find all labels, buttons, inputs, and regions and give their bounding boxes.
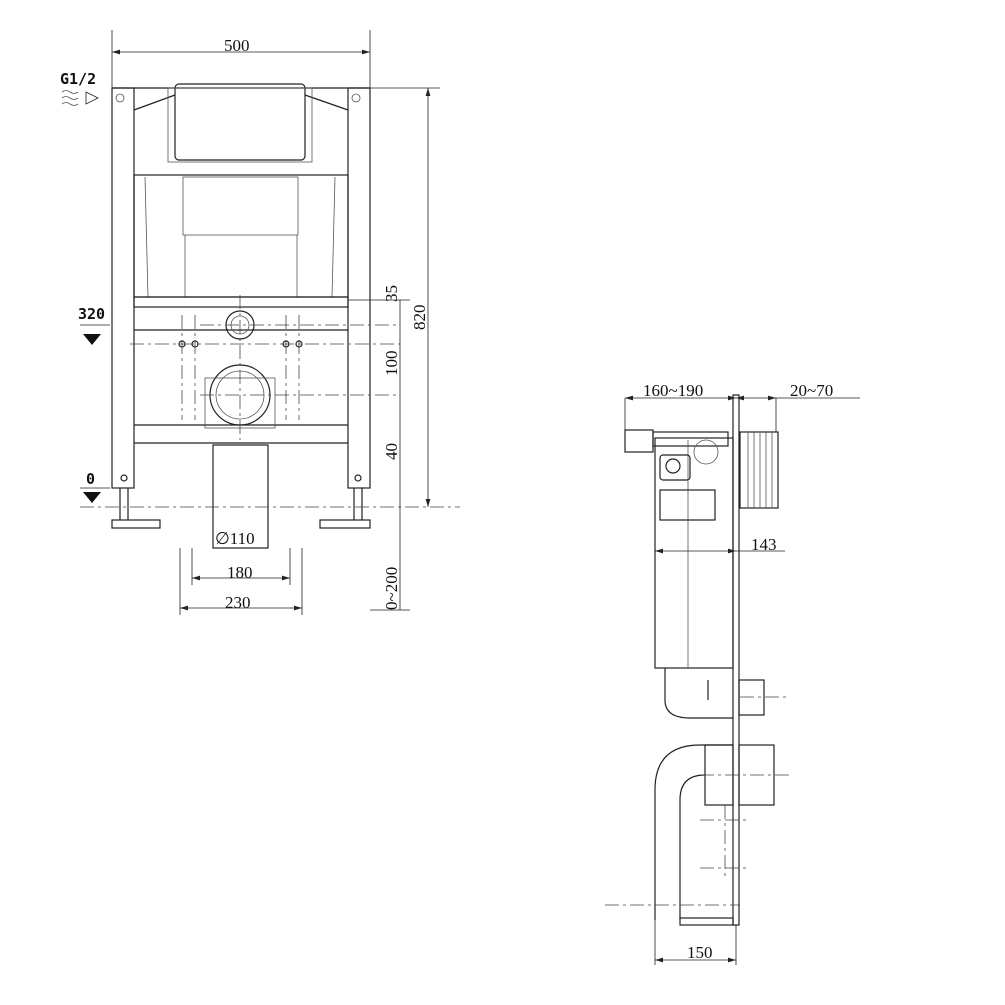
level-0-label: 0 — [86, 470, 96, 488]
depth-160-190-label: 160~190 — [643, 381, 704, 400]
side-view — [605, 394, 790, 926]
front-view-frame — [80, 83, 460, 549]
dim-230-label: 230 — [225, 593, 251, 612]
width-500-label: 500 — [224, 36, 250, 55]
dim-150-label: 150 — [687, 943, 713, 962]
level-320-marker-icon — [83, 334, 101, 345]
front-dimensions — [61, 30, 440, 615]
wall-20-70-label: 20~70 — [790, 381, 834, 400]
inlet-g12-label: G1/2 — [60, 70, 97, 88]
height-820-label: 820 — [410, 304, 429, 331]
dim-35-label: 35 — [382, 285, 401, 302]
level-320-label: 320 — [78, 305, 106, 323]
dim-180-label: 180 — [227, 563, 253, 582]
water-inlet-icon — [85, 91, 99, 105]
level-0-marker-icon — [83, 492, 101, 503]
dim-0-200-label: 0~200 — [382, 566, 401, 610]
dim-143-label: 143 — [751, 535, 777, 554]
dim-40-label: 40 — [382, 443, 401, 460]
water-waves-icon — [61, 90, 79, 106]
pipe-diameter-label: ∅110 — [215, 529, 255, 548]
side-dimensions — [624, 395, 860, 965]
dim-100-label: 100 — [382, 350, 401, 377]
